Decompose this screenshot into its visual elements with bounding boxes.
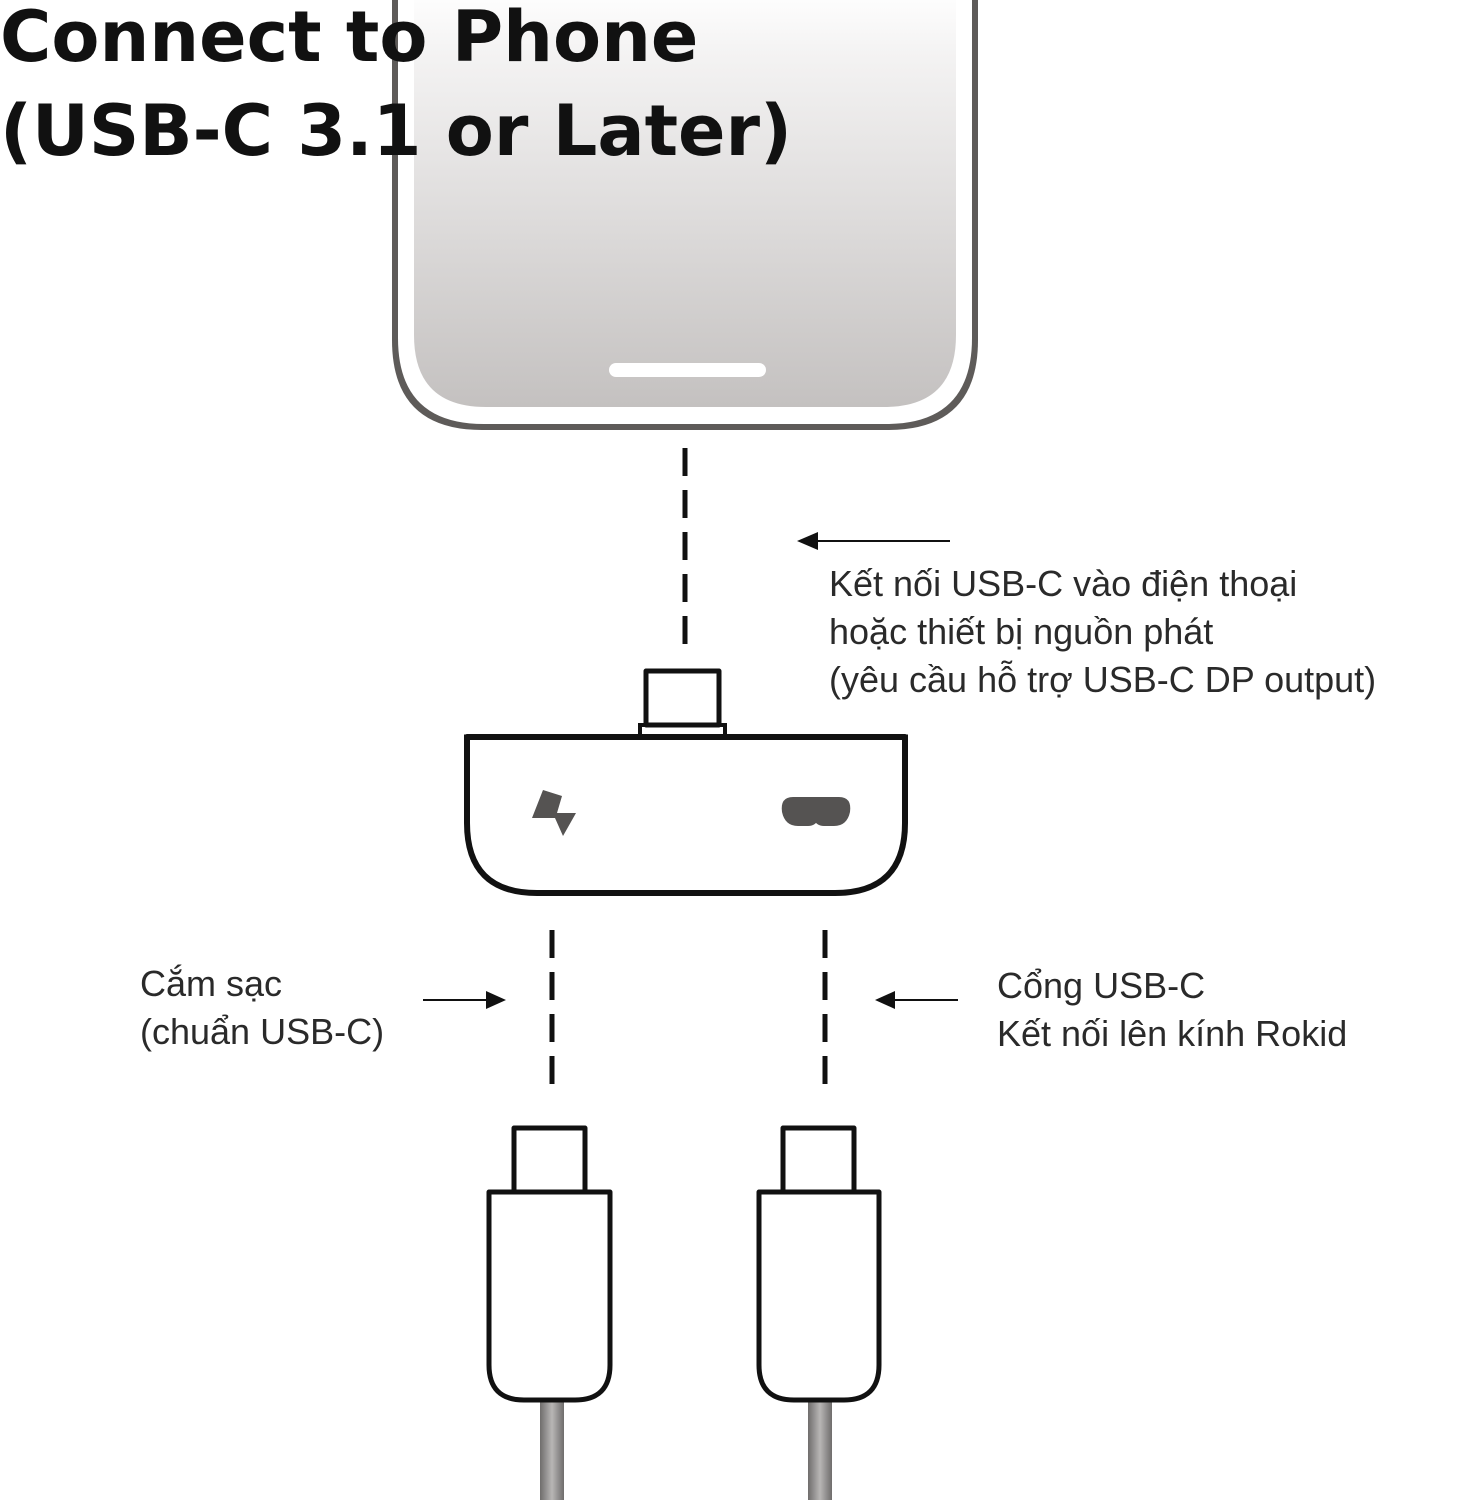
charge-label-line-1: Cắm sạc	[140, 963, 282, 1004]
glasses-label-line-1: Cổng USB-C	[997, 965, 1205, 1006]
cable-wire	[808, 1390, 832, 1500]
usb-c-adapter	[464, 668, 908, 896]
cable-plug-housing	[486, 1189, 613, 1403]
title: Connect to Phone (USB-C 3.1 or Later)	[0, 0, 792, 172]
lightning-bolt-icon	[532, 790, 576, 836]
cable-plug-housing	[756, 1189, 882, 1403]
adapter-body	[464, 734, 908, 896]
charge-callout: Cắm sạc (chuẩn USB-C)	[140, 963, 506, 1052]
charge-label-line-2: (chuẩn USB-C)	[140, 1011, 384, 1052]
arrow-right-icon	[486, 991, 506, 1009]
title-line-1: Connect to Phone	[0, 0, 698, 78]
glasses-icon	[781, 797, 851, 826]
glasses-usb-c-cable	[756, 1125, 882, 1500]
phone-label-line-2: hoặc thiết bị nguồn phát	[829, 611, 1213, 652]
phone-screen	[414, 0, 956, 407]
phone-label-line-1: Kết nối USB-C vào điện thoại	[829, 563, 1297, 604]
charging-usb-c-cable	[486, 1125, 613, 1500]
phone	[392, 0, 978, 430]
arrow-left-icon	[797, 532, 818, 550]
phone-connection-callout: Kết nối USB-C vào điện thoại hoặc thiết …	[797, 532, 1376, 700]
cable-plug-tip	[511, 1125, 588, 1197]
glasses-label-line-2: Kết nối lên kính Rokid	[997, 1013, 1347, 1054]
cable-wire	[540, 1390, 564, 1500]
cable-plug-tip	[780, 1125, 857, 1197]
adapter-male-plug	[643, 668, 722, 728]
glasses-callout: Cổng USB-C Kết nối lên kính Rokid	[875, 965, 1347, 1054]
title-line-2: (USB-C 3.1 or Later)	[0, 90, 792, 172]
phone-label-line-3: (yêu cầu hỗ trợ USB-C DP output)	[829, 659, 1376, 700]
home-indicator	[609, 363, 766, 377]
adapter-plug-collar	[638, 723, 727, 737]
arrow-left-icon	[875, 991, 895, 1009]
